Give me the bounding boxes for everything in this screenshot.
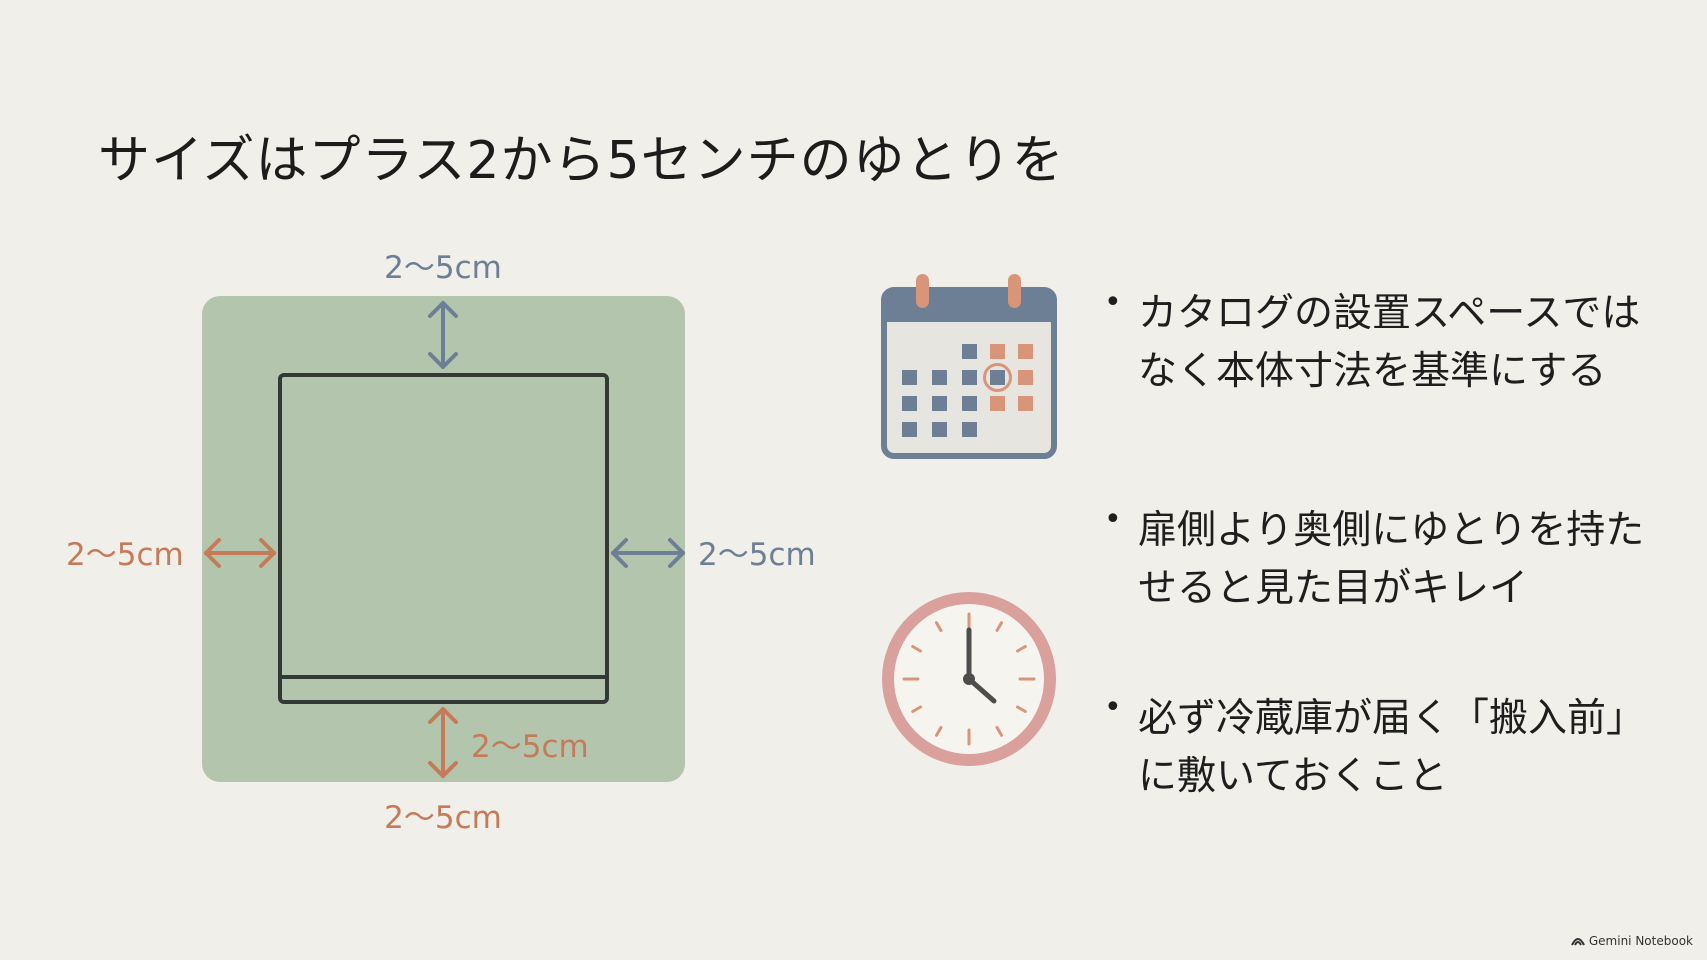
bottom-outer-dimension-label: 2〜5cm (384, 800, 502, 836)
mat-area (202, 296, 685, 782)
watermark: Gemini Notebook (1570, 934, 1693, 948)
right-dimension-label: 2〜5cm (698, 537, 816, 573)
fridge-outline (278, 373, 609, 704)
bottom-inner-dimension-label: 2〜5cm (471, 729, 589, 765)
bullet-item-2: 扉側より奥側にゆとりを持たせると見た目がキレイ (1100, 502, 1658, 618)
bullet-item-3: 必ず冷蔵庫が届く「搬入前」に敷いておくこと (1100, 690, 1658, 806)
gemini-logo-icon (1570, 938, 1585, 946)
right-arrow (611, 538, 685, 568)
watermark-text: Gemini Notebook (1588, 934, 1693, 948)
bottom-arrow (428, 707, 458, 778)
calendar-icon (881, 274, 1057, 459)
slide-title: サイズはプラス2から5センチのゆとりを (98, 131, 1065, 191)
clock-icon (882, 592, 1056, 766)
left-arrow (204, 538, 276, 568)
top-arrow (428, 301, 458, 369)
top-dimension-label: 2〜5cm (384, 250, 502, 286)
left-dimension-label: 2〜5cm (66, 537, 184, 573)
bullet-item-1: カタログの設置スペースではなく本体寸法を基準にする (1100, 285, 1658, 401)
bullet-text-3: 必ず冷蔵庫が届く「搬入前」に敷いておくこと (1138, 696, 1646, 799)
bullet-text-2: 扉側より奥側にゆとりを持たせると見た目がキレイ (1138, 508, 1645, 611)
bullet-text-1: カタログの設置スペースではなく本体寸法を基準にする (1138, 291, 1641, 394)
